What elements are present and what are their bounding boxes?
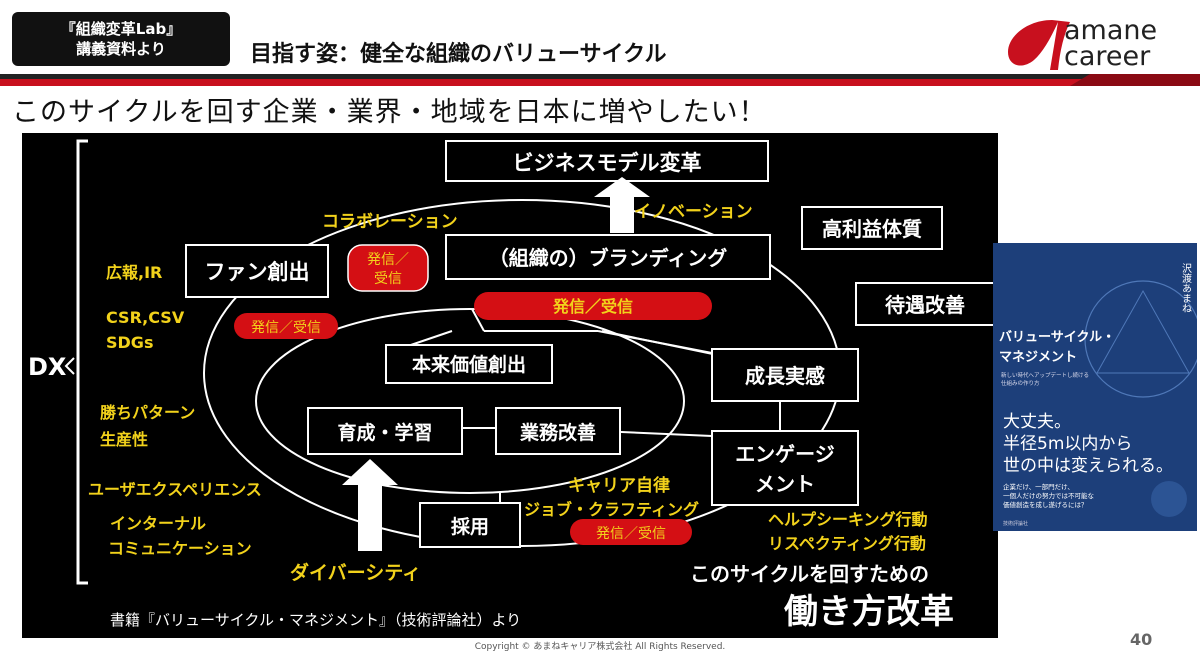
bottom-caption: このサイクルを回すための bbox=[690, 562, 929, 586]
collaboration-label: コラボレーション bbox=[322, 212, 458, 232]
diversity-label: ダイバーシティ bbox=[290, 561, 421, 584]
source-badge-line2: 講義資料より bbox=[76, 40, 166, 58]
engagement-text-line2: メント bbox=[755, 472, 815, 496]
inner-cycle-ellipse bbox=[255, 308, 685, 494]
pill-bottom-text: 発信／受信 bbox=[596, 526, 666, 542]
left-item-communication: コミュニケーション bbox=[108, 539, 252, 558]
dx-bracket bbox=[76, 139, 88, 585]
training-text: 育成・学習 bbox=[337, 421, 432, 444]
high-profit-text: 高利益体質 bbox=[822, 217, 922, 241]
respecting-label: リスペクティング行動 bbox=[768, 534, 926, 553]
business-model-text: ビジネスモデル変革 bbox=[513, 151, 702, 175]
pill-stacked: 発信／ 受信 bbox=[347, 244, 429, 292]
career-autonomy-label: キャリア自律 bbox=[568, 475, 670, 496]
book-title-line1: バリューサイクル・ bbox=[999, 330, 1115, 345]
dx-label: DX bbox=[28, 353, 67, 381]
page-number: 40 bbox=[1130, 630, 1153, 649]
engagement-text-line1: エンゲージ bbox=[735, 442, 835, 466]
pill-center-text: 発信／受信 bbox=[552, 297, 633, 316]
up-arrow-bottom-icon bbox=[342, 459, 398, 551]
pill-stacked-top: 発信／ bbox=[367, 252, 409, 268]
left-item-sdgs: SDGs bbox=[106, 333, 153, 352]
left-item-internal: インターナル bbox=[110, 514, 206, 533]
slide-subtitle: このサイクルを回す企業・業界・地域を日本に増やしたい！ bbox=[12, 97, 767, 128]
amane-logo-icon bbox=[1008, 20, 1070, 70]
left-item-winning-pattern: 勝ちパターン bbox=[100, 403, 195, 422]
book-subtitle: 新しい時代へアップデートし続ける bbox=[1001, 371, 1089, 379]
pill-left-text: 発信／受信 bbox=[251, 320, 321, 336]
book-author: 沢渡あまね bbox=[1180, 262, 1192, 313]
engagement-box bbox=[711, 430, 859, 506]
recruiting-text: 採用 bbox=[451, 516, 489, 538]
help-seeking-label: ヘルプシーキング行動 bbox=[768, 510, 928, 529]
innovation-label: イノベーション bbox=[634, 202, 753, 222]
book-subtitle-2: 仕組みの作り方 bbox=[1001, 379, 1040, 387]
left-item-productivity: 生産性 bbox=[100, 430, 148, 449]
operations-box bbox=[495, 407, 621, 455]
book-cover: 沢渡あまね バリューサイクル・ マネジメント 新しい時代へアップデートし続ける … bbox=[993, 243, 1197, 531]
book-credit: 書籍『バリューサイクル・マネジメント』（技術評論社）より bbox=[110, 611, 521, 629]
pill-center: 発信／受信 bbox=[474, 292, 712, 320]
operations-text: 業務改善 bbox=[519, 421, 596, 444]
up-arrow-top-icon bbox=[594, 177, 650, 233]
book-catch-line2: 半径5m以内から bbox=[1003, 434, 1132, 454]
left-item-pr-ir: 広報,IR bbox=[106, 263, 162, 282]
fan-creation-box bbox=[185, 244, 329, 298]
growth-box bbox=[711, 348, 859, 402]
footer-copyright: Copyright © あまねキャリア株式会社 All Rights Reser… bbox=[474, 642, 726, 652]
left-item-csr-csv: CSR,CSV bbox=[106, 308, 185, 327]
book-catch-line3: 世の中は変えられる。 bbox=[1003, 456, 1173, 476]
bottom-big-caption: 働き方改革 bbox=[784, 592, 954, 632]
value-cycle-diagram: DX 広報,IR CSR,CSV SDGs 勝ちパターン 生産性 ユーザエクスペ… bbox=[22, 133, 998, 638]
branding-text: （組織の）ブランディング bbox=[489, 246, 728, 270]
pill-left: 発信／受信 bbox=[234, 313, 338, 339]
book-lead-line2: 一個人だけの努力では不可能な bbox=[1003, 491, 1095, 500]
source-badge: 『組織変革Lab』 講義資料より bbox=[12, 12, 230, 66]
job-crafting-label: ジョブ・クラフティング bbox=[524, 500, 699, 519]
pill-stacked-bottom: 受信 bbox=[374, 271, 402, 287]
book-lead-line3: 価値創造を成し遂げるには？ bbox=[1003, 500, 1088, 509]
book-lead-line1: 企業だけ、一部門だけ、 bbox=[1003, 482, 1074, 491]
source-badge-line1: 『組織変革Lab』 bbox=[60, 20, 182, 38]
fan-creation-text: ファン創出 bbox=[205, 260, 310, 284]
high-profit-box bbox=[801, 206, 943, 250]
slide-title: 目指す姿：健全な組織のバリューサイクル bbox=[250, 42, 667, 67]
header-band bbox=[0, 74, 1200, 86]
growth-text: 成長実感 bbox=[745, 364, 825, 388]
value-creation-box bbox=[385, 344, 553, 384]
business-model-box bbox=[445, 140, 769, 182]
logo-word-amane: amane bbox=[1064, 15, 1158, 46]
training-box bbox=[307, 407, 463, 455]
recruiting-box bbox=[419, 502, 521, 548]
value-creation-text: 本来価値創出 bbox=[412, 353, 526, 376]
branding-box bbox=[445, 234, 771, 280]
book-title-line2: マネジメント bbox=[999, 350, 1077, 365]
logo-wordmark: amane career bbox=[1064, 15, 1158, 72]
book-catch-line1: 大丈夫。 bbox=[1003, 412, 1071, 432]
book-publisher: 技術評論社 bbox=[1003, 520, 1028, 527]
pill-bottom: 発信／受信 bbox=[570, 519, 692, 545]
logo-word-career: career bbox=[1064, 41, 1151, 72]
left-item-user-experience: ユーザエクスペリエンス bbox=[88, 480, 262, 499]
treatment-text: 待遇改善 bbox=[885, 293, 965, 317]
